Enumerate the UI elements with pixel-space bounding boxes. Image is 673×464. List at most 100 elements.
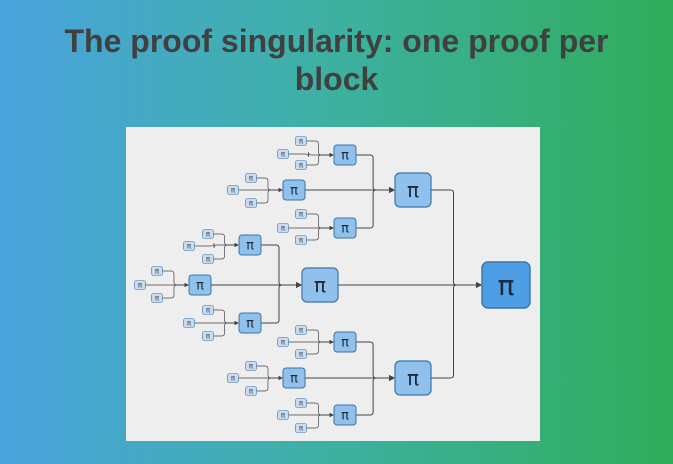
proof-node-box (245, 173, 257, 183)
proof-node-box (202, 229, 214, 239)
edge-C1_leaf0-to-C1 (306, 329, 334, 345)
proof-node-box (227, 373, 239, 383)
edge-B2_leaf0-to-B2 (162, 270, 189, 288)
leaf-proof-node: π (295, 325, 307, 335)
edge-A3_leaf2-to-A3 (306, 225, 334, 241)
pi-symbol: π (231, 187, 236, 195)
pi-symbol: π (299, 162, 304, 170)
edge-C2_leaf0-to-C2 (256, 365, 283, 381)
proof-node-box (394, 360, 432, 396)
proof-node: π (282, 367, 306, 389)
pi-symbol: π (281, 225, 286, 233)
edge-A3-to-A (356, 187, 395, 229)
proof-node: π (394, 360, 432, 396)
proof-node-box (238, 234, 262, 256)
pi-symbol: π (196, 279, 204, 294)
proof-node-box (295, 423, 307, 433)
pi-symbol: π (249, 388, 254, 396)
edge-A1_leaf0-to-A1 (306, 140, 334, 158)
proof-node-box (188, 274, 212, 296)
leaf-proof-node: π (295, 398, 307, 408)
leaf-proof-node: π (295, 235, 307, 245)
leaf-proof-node: π (295, 209, 307, 219)
leaf-proof-node: π (134, 280, 146, 290)
proof-node-box (282, 179, 306, 201)
pi-symbol: π (299, 237, 304, 245)
pi-symbol: π (187, 243, 192, 251)
proof-node: π (188, 274, 212, 296)
edge-C3_leaf2-to-C3 (306, 412, 334, 429)
leaf-proof-node: π (295, 160, 307, 170)
pi-symbol: π (341, 409, 349, 424)
proof-node-box (333, 331, 357, 353)
pi-symbol: π (187, 320, 192, 328)
proof-node-box (245, 361, 257, 371)
leaf-proof-node: π (277, 223, 289, 233)
edge-A3_leaf0-to-A3 (306, 213, 334, 231)
proof-node-box (277, 149, 289, 159)
edge-A1_leaf2-to-A1 (306, 152, 334, 166)
proof-node-box (295, 349, 307, 359)
edge-A2_leaf2-to-A2 (256, 187, 283, 204)
pi-symbol: π (249, 200, 254, 208)
leaf-proof-node: π (202, 229, 214, 239)
pi-symbol: π (299, 425, 304, 433)
pi-symbol: π (290, 372, 298, 387)
proof-node-box (295, 235, 307, 245)
pi-symbol: π (299, 211, 304, 219)
pi-symbol: π (246, 317, 254, 332)
edge-B3-to-B (261, 282, 302, 324)
proof-node: π (333, 144, 357, 166)
pi-symbol: π (341, 336, 349, 351)
edge-C3_leaf0-to-C3 (306, 402, 334, 418)
proof-node-box (295, 325, 307, 335)
proof-node-box (301, 267, 339, 303)
edge-B3_leaf0-to-B3 (213, 309, 239, 326)
leaf-proof-node: π (295, 136, 307, 146)
proof-node-box (333, 404, 357, 426)
proof-node-box (333, 144, 357, 166)
pi-symbol: π (249, 363, 254, 371)
pi-symbol: π (407, 178, 419, 202)
leaf-proof-node: π (277, 410, 289, 420)
edge-A-to-root (431, 189, 482, 288)
proof-node-box (333, 217, 357, 239)
pi-symbol: π (155, 295, 160, 303)
proof-node-box (277, 337, 289, 347)
leaf-proof-node: π (151, 293, 163, 303)
leaf-proof-node: π (183, 241, 195, 251)
pi-symbol: π (281, 339, 286, 347)
proof-node-box (134, 280, 146, 290)
pi-symbol: π (231, 375, 236, 383)
proof-node-box (151, 293, 163, 303)
edge-C1-to-C (356, 341, 395, 381)
edge-C1_leaf2-to-C1 (306, 339, 334, 355)
edge-A1-to-A (356, 154, 395, 193)
proof-node-box (151, 266, 163, 276)
leaf-proof-node: π (295, 349, 307, 359)
pi-symbol: π (281, 412, 286, 420)
edge-B1_leaf2-to-B1 (213, 242, 239, 260)
proof-node: π (333, 404, 357, 426)
pi-symbol: π (299, 138, 304, 146)
proof-node-box (295, 209, 307, 219)
proof-node-box (238, 312, 262, 334)
proof-node-box (183, 318, 195, 328)
proof-node-box (277, 223, 289, 233)
pi-symbol: π (314, 273, 326, 297)
proof-node: π (238, 234, 262, 256)
pi-symbol: π (341, 149, 349, 164)
leaf-proof-node: π (202, 254, 214, 264)
pi-symbol: π (341, 222, 349, 237)
proof-node-box (227, 185, 239, 195)
proof-node: π (301, 267, 339, 303)
pi-symbol: π (138, 282, 143, 290)
leaf-proof-node: π (277, 149, 289, 159)
edge-C-to-root (431, 282, 482, 379)
edge-A1_leaf1-to-A1 (288, 151, 334, 158)
leaf-proof-node: π (227, 373, 239, 383)
pi-symbol: π (206, 256, 211, 264)
proof-node: π (333, 217, 357, 239)
pi-symbol: π (299, 400, 304, 408)
